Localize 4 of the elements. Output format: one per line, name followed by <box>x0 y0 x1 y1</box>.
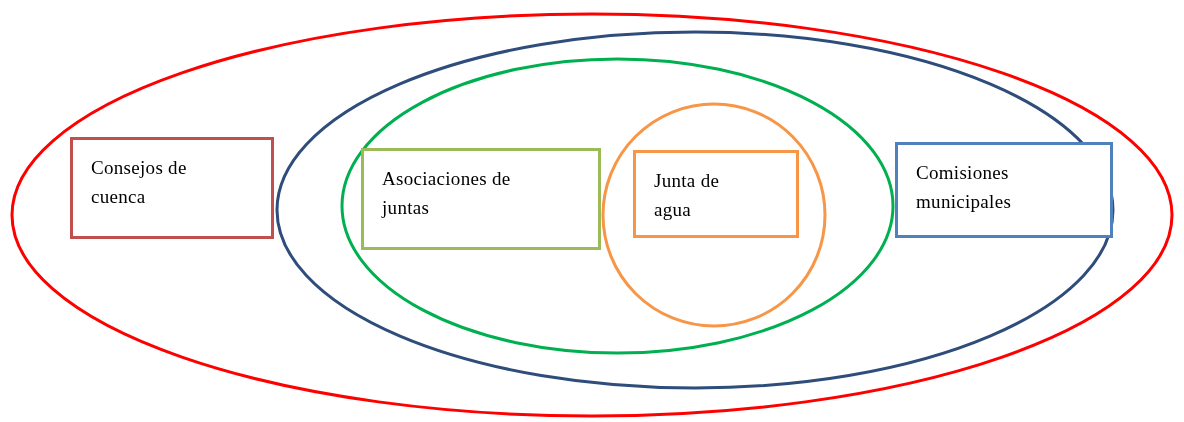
label-box: Asociaciones de juntas <box>361 148 601 250</box>
label-box: Consejos de cuenca <box>70 137 274 239</box>
label-box: Comisiones municipales <box>895 142 1113 238</box>
label-box: Junta de agua <box>633 150 799 238</box>
